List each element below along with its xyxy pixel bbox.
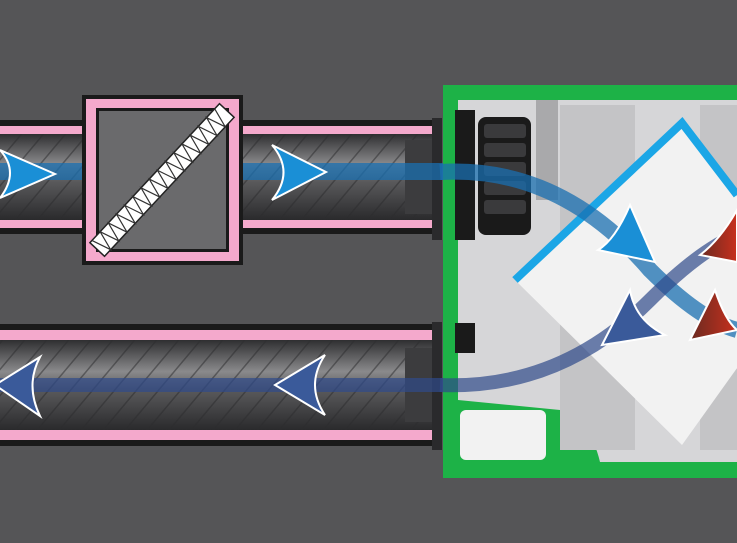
airflow-arrow-icon <box>0 149 58 199</box>
filter-icon <box>82 95 243 265</box>
access-panel <box>460 410 546 460</box>
airflow-arrow-icon <box>0 354 43 419</box>
airflow-arrow-icon <box>697 207 737 264</box>
airflow-arrow-icon <box>271 144 329 201</box>
airflow-arrow-icon <box>600 286 669 347</box>
return-duct <box>0 322 470 450</box>
airflow-arrow-icon <box>595 202 657 264</box>
airflow-arrow-icon <box>273 354 326 416</box>
hrv-unit <box>443 85 737 478</box>
heat-exchanger-core-icon <box>512 117 737 445</box>
airflow-arrow-icon <box>688 287 737 342</box>
